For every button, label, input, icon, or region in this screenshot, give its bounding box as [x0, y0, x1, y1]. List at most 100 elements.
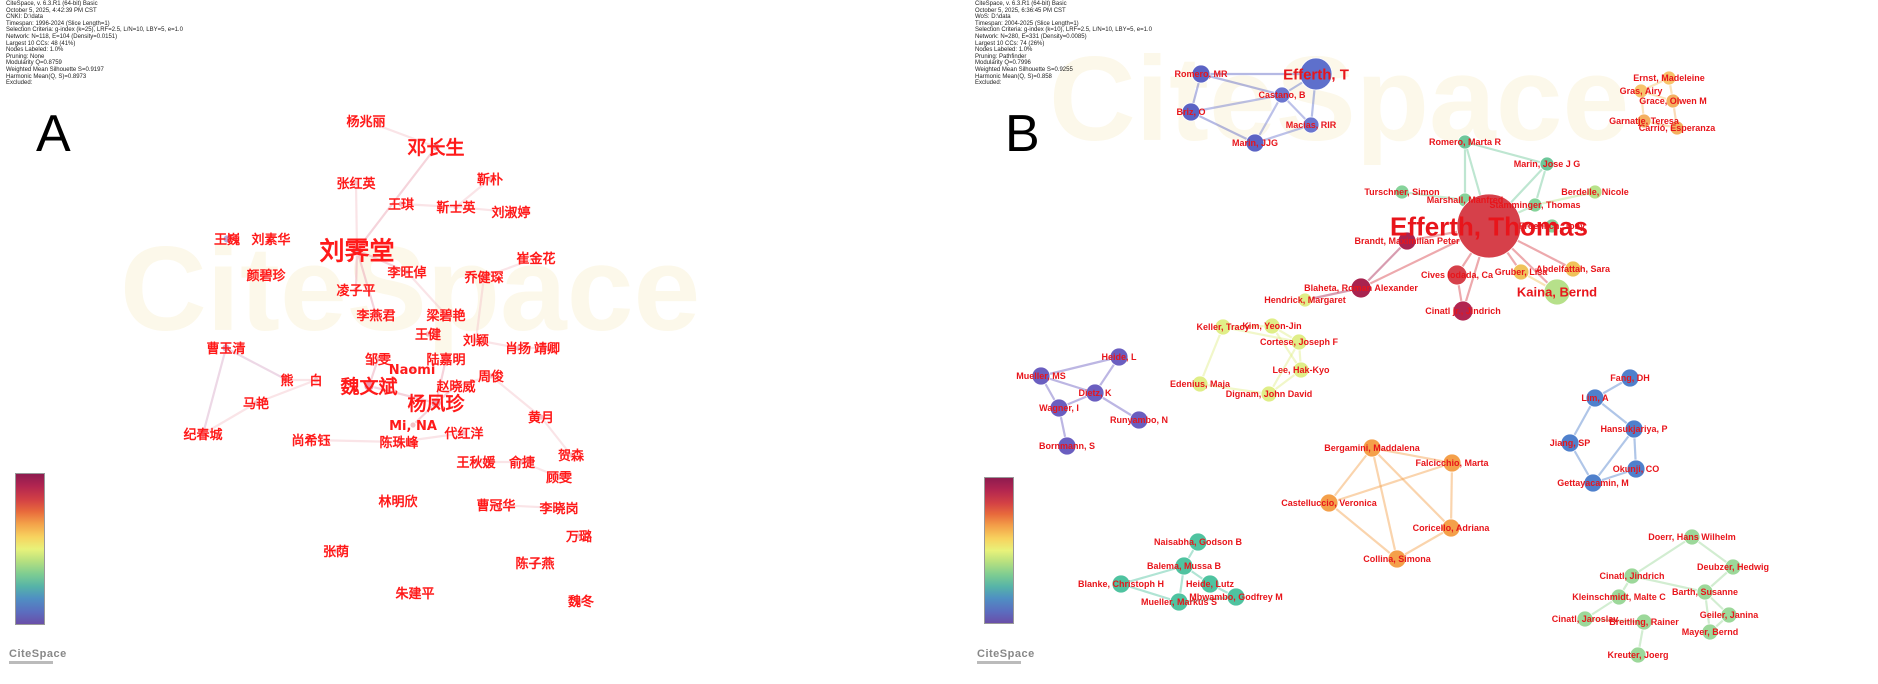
- author-node[interactable]: [1245, 133, 1265, 153]
- author-node[interactable]: [577, 597, 585, 605]
- author-node[interactable]: [351, 244, 363, 256]
- author-node[interactable]: [1576, 610, 1594, 628]
- author-node[interactable]: [507, 208, 515, 216]
- author-node[interactable]: [1620, 368, 1640, 388]
- author-node[interactable]: [394, 497, 402, 505]
- author-node[interactable]: [1442, 453, 1462, 473]
- author-node[interactable]: [221, 343, 231, 353]
- author-node[interactable]: [1397, 231, 1417, 251]
- author-node[interactable]: [1263, 317, 1281, 335]
- author-node[interactable]: [518, 458, 526, 466]
- author-node[interactable]: [430, 397, 442, 409]
- author-node[interactable]: [1169, 592, 1189, 612]
- author-node[interactable]: [1543, 278, 1571, 306]
- author-node[interactable]: [1350, 277, 1372, 299]
- author-node[interactable]: [408, 365, 416, 373]
- author-node[interactable]: [1174, 556, 1194, 576]
- author-node[interactable]: [307, 436, 315, 444]
- author-node[interactable]: [1394, 184, 1410, 200]
- author-node[interactable]: [472, 336, 480, 344]
- author-node[interactable]: [352, 286, 360, 294]
- author-node[interactable]: [283, 376, 291, 384]
- author-node[interactable]: [575, 532, 583, 540]
- author-node[interactable]: [1441, 518, 1461, 538]
- author-node[interactable]: [537, 413, 545, 421]
- author-node[interactable]: [1626, 459, 1646, 479]
- author-node[interactable]: [252, 399, 260, 407]
- author-node[interactable]: [1527, 197, 1543, 213]
- author-node[interactable]: [431, 142, 441, 152]
- author-node[interactable]: [267, 235, 275, 243]
- author-node[interactable]: [1629, 646, 1647, 664]
- author-node[interactable]: [543, 344, 551, 352]
- author-node[interactable]: [262, 271, 270, 279]
- author-node[interactable]: [1624, 419, 1644, 439]
- author-node[interactable]: [1111, 574, 1131, 594]
- author-node[interactable]: [222, 234, 232, 244]
- author-node[interactable]: [411, 589, 419, 597]
- author-node[interactable]: [1387, 549, 1407, 569]
- author-node[interactable]: [514, 344, 522, 352]
- author-node[interactable]: [403, 268, 411, 276]
- author-node[interactable]: [362, 117, 370, 125]
- author-node[interactable]: [442, 355, 450, 363]
- author-node[interactable]: [1226, 587, 1246, 607]
- author-node[interactable]: [1661, 70, 1677, 86]
- author-node[interactable]: [1214, 318, 1232, 336]
- author-node[interactable]: [452, 203, 460, 211]
- author-node[interactable]: [1623, 567, 1641, 585]
- author-node[interactable]: [531, 559, 539, 567]
- author-node[interactable]: [1031, 366, 1051, 386]
- author-node[interactable]: [332, 547, 340, 555]
- author-node[interactable]: [1191, 64, 1211, 84]
- author-node[interactable]: [1583, 473, 1603, 493]
- author-node[interactable]: [1057, 436, 1077, 456]
- author-node[interactable]: [1292, 361, 1310, 379]
- author-node[interactable]: [1635, 613, 1653, 631]
- author-node[interactable]: [1297, 292, 1313, 308]
- author-node[interactable]: [1512, 263, 1530, 281]
- author-node[interactable]: [1539, 156, 1555, 172]
- author-node[interactable]: [442, 311, 450, 319]
- author-node[interactable]: [1587, 184, 1603, 200]
- author-node[interactable]: [1200, 574, 1220, 594]
- author-node[interactable]: [1290, 333, 1308, 351]
- author-node[interactable]: [555, 504, 563, 512]
- author-node[interactable]: [452, 382, 460, 390]
- author-node[interactable]: [1544, 218, 1560, 234]
- author-node[interactable]: [1181, 102, 1201, 122]
- author-node[interactable]: [1669, 120, 1685, 136]
- author-node[interactable]: [1273, 86, 1291, 104]
- author-node[interactable]: [1446, 264, 1468, 286]
- author-node[interactable]: [363, 380, 375, 392]
- author-node[interactable]: [1109, 347, 1129, 367]
- author-node[interactable]: [567, 451, 575, 459]
- author-node[interactable]: [1260, 385, 1278, 403]
- author-node[interactable]: [409, 421, 417, 429]
- author-node[interactable]: [532, 254, 540, 262]
- author-node[interactable]: [352, 179, 360, 187]
- author-node[interactable]: [374, 355, 382, 363]
- author-node[interactable]: [372, 311, 380, 319]
- author-node[interactable]: [1701, 623, 1719, 641]
- author-node[interactable]: [492, 501, 500, 509]
- author-node[interactable]: [486, 175, 494, 183]
- author-node[interactable]: [397, 200, 405, 208]
- author-node[interactable]: [312, 376, 320, 384]
- author-node[interactable]: [1302, 116, 1320, 134]
- author-node[interactable]: [1188, 532, 1208, 552]
- author-node[interactable]: [1085, 383, 1105, 403]
- author-node[interactable]: [1560, 433, 1580, 453]
- author-node[interactable]: [1610, 588, 1628, 606]
- author-node[interactable]: [424, 330, 432, 338]
- author-node[interactable]: [1362, 438, 1382, 458]
- author-node[interactable]: [395, 438, 403, 446]
- author-node[interactable]: [1585, 388, 1605, 408]
- author-node[interactable]: [1683, 528, 1701, 546]
- author-node[interactable]: [1564, 260, 1582, 278]
- author-node[interactable]: [472, 458, 480, 466]
- author-node[interactable]: [460, 429, 468, 437]
- author-node[interactable]: [1696, 583, 1714, 601]
- author-node[interactable]: [555, 473, 563, 481]
- author-node[interactable]: [1191, 375, 1209, 393]
